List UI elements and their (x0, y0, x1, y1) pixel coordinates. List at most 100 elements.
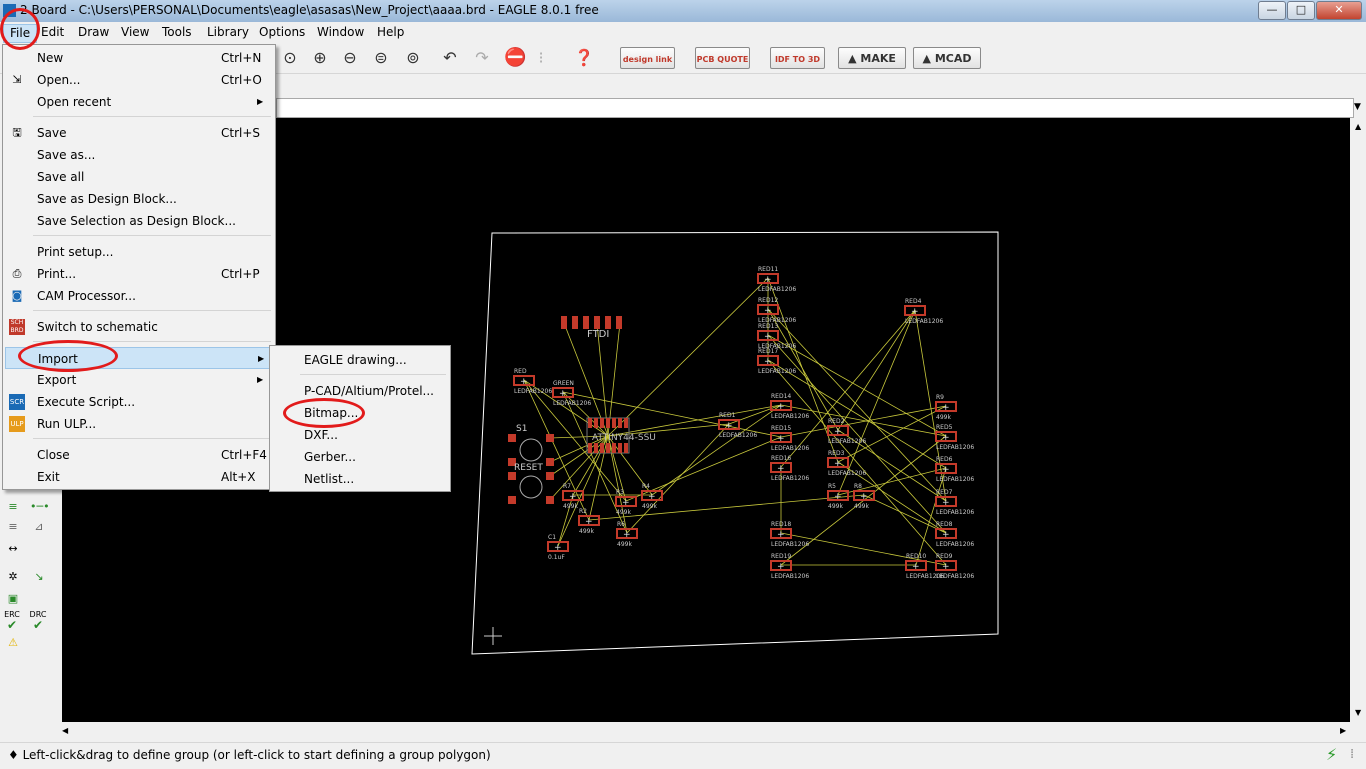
open-icon: ⇲ (12, 73, 22, 86)
menu-item-label: Execute Script... (37, 395, 136, 409)
command-history-arrow-icon[interactable]: ▼ (1354, 102, 1361, 112)
svg-text:499k: 499k (579, 528, 594, 535)
import-item-netlist[interactable]: Netlist... (270, 468, 450, 490)
svg-text:RED16: RED16 (771, 455, 791, 462)
horizontal-scrollbar[interactable]: ◀ ▶ (62, 724, 1350, 738)
scroll-down-arrow-icon[interactable]: ▼ (1355, 708, 1362, 717)
annotation-circle-import (18, 340, 118, 372)
menu-window[interactable]: Window (317, 25, 365, 39)
svg-text:499k: 499k (616, 509, 631, 516)
vertical-scrollbar[interactable]: ▲ ▼ (1352, 118, 1366, 722)
ratsnest-icon[interactable]: ✲ (8, 570, 18, 583)
design-link-button[interactable]: design link (620, 47, 675, 69)
menu-item-save-design-block[interactable]: Save as Design Block... (3, 188, 275, 210)
scroll-left-arrow-icon[interactable]: ◀ (62, 726, 69, 735)
minimize-button[interactable]: — (1258, 1, 1286, 20)
svg-text:LEDFAB1206: LEDFAB1206 (936, 476, 974, 483)
undo-icon[interactable]: ↶ (443, 48, 457, 67)
menu-item-export[interactable]: Export▶ (3, 369, 275, 391)
svg-text:RED8: RED8 (936, 521, 953, 528)
polygon-icon[interactable]: ▣ (7, 592, 19, 605)
erc-button[interactable]: ERC✔ (4, 610, 20, 632)
command-line-input[interactable] (276, 98, 1354, 118)
menu-item-open-recent[interactable]: Open recent▶ (3, 91, 275, 113)
svg-text:RED6: RED6 (936, 456, 953, 463)
menu-item-print-setup[interactable]: Print setup... (3, 241, 275, 263)
layer-stack-icon[interactable]: ≡ (8, 500, 18, 513)
mcad-button[interactable]: ▲ MCAD (913, 47, 981, 69)
printer-icon: ⎙ (12, 267, 22, 280)
menu-item-save-selection-design-block[interactable]: Save Selection as Design Block... (3, 210, 275, 232)
maximize-button[interactable]: □ (1287, 1, 1315, 20)
menu-item-print[interactable]: ⎙Print...Ctrl+P (3, 263, 275, 285)
zoom-fit-icon[interactable]: ⊙ (283, 48, 297, 67)
import-item-gerber[interactable]: Gerber... (270, 446, 450, 468)
scroll-right-arrow-icon[interactable]: ▶ (1340, 726, 1347, 735)
import-item-dxf[interactable]: DXF... (270, 424, 450, 446)
make-button[interactable]: ▲ MAKE (838, 47, 906, 69)
board-parts: +RED11LEDFAB1206+RED12LEDFAB1206+RED13LE… (513, 266, 974, 580)
go-icon[interactable]: ⁝ (538, 48, 544, 67)
import-item-pcad-altium-protel[interactable]: P-CAD/Altium/Protel... (270, 380, 450, 402)
svg-text:+: + (764, 332, 772, 342)
close-button[interactable]: ✕ (1316, 1, 1362, 20)
help-icon[interactable]: ❓ (574, 48, 594, 67)
menu-options[interactable]: Options (259, 25, 306, 39)
lightning-icon[interactable]: ⚡ (1326, 745, 1338, 764)
menu-item-shortcut: Ctrl+N (221, 51, 262, 65)
route-icon[interactable]: •─• (30, 500, 50, 513)
menu-library[interactable]: Library (207, 25, 249, 39)
svg-text:499k: 499k (854, 503, 869, 510)
menu-item-cam-processor[interactable]: ◙CAM Processor... (3, 285, 275, 307)
svg-text:+: + (764, 275, 772, 285)
menu-item-save-as[interactable]: Save as... (3, 144, 275, 166)
scroll-up-arrow-icon[interactable]: ▲ (1355, 122, 1362, 131)
thumbtack-icon[interactable]: ⁞ (1350, 747, 1355, 762)
menu-draw[interactable]: Draw (78, 25, 110, 39)
pcb-quote-button[interactable]: PCB QUOTE (695, 47, 750, 69)
svg-text:RED9: RED9 (936, 553, 953, 560)
zoom-select-icon[interactable]: ⊚ (406, 48, 420, 67)
idf-to-3d-button[interactable]: IDF TO 3D (770, 47, 825, 69)
import-item-eagle-drawing[interactable]: EAGLE drawing... (270, 349, 450, 371)
autorouter-icon[interactable]: ⊿ (34, 520, 44, 533)
menu-item-save-all[interactable]: Save all (3, 166, 275, 188)
stop-icon[interactable]: ⛔ (504, 47, 527, 68)
svg-text:+: + (942, 433, 950, 443)
menu-item-open[interactable]: ⇲Open...Ctrl+O (3, 69, 275, 91)
menu-edit[interactable]: Edit (41, 25, 65, 39)
menu-view[interactable]: View (121, 25, 150, 39)
svg-text:R2: R2 (579, 508, 587, 515)
svg-text:RED2: RED2 (828, 418, 845, 425)
redo-icon[interactable]: ↷ (475, 48, 489, 67)
zoom-previous-icon[interactable]: ⊜ (374, 48, 388, 67)
warning-icon[interactable]: ⚠ (8, 636, 18, 649)
layer-stack-gray-icon[interactable]: ≡ (8, 520, 18, 533)
meander-icon[interactable]: ↘ (34, 570, 44, 583)
menu-tools[interactable]: Tools (162, 25, 192, 39)
menu-help[interactable]: Help (377, 25, 405, 39)
drc-button[interactable]: DRC✔ (29, 610, 47, 632)
dimension-icon[interactable]: ↔ (8, 542, 18, 555)
zoom-out-icon[interactable]: ⊖ (343, 48, 357, 67)
svg-text:RED3: RED3 (828, 450, 845, 457)
zoom-in-icon[interactable]: ⊕ (313, 48, 327, 67)
